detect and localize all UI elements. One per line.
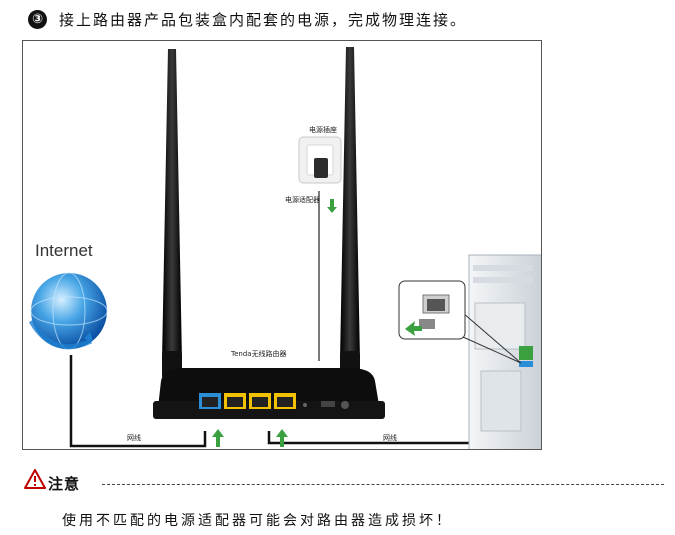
cable-label-left: 网线 <box>127 434 141 442</box>
step-number: ③ <box>28 9 47 29</box>
router-body <box>153 368 385 419</box>
pc-tower <box>468 254 541 449</box>
diagram-artwork <box>28 47 541 449</box>
warning-text: 使用不匹配的电源适配器可能会对路由器造成损坏！ <box>62 513 453 529</box>
power-adapter-label: 电源适配器 <box>285 196 320 204</box>
cable-label-right: 网线 <box>383 434 397 442</box>
note-header: 注意 <box>24 466 664 493</box>
step-instruction: ③ 接上路由器产品包装盒内配套的电源，完成物理连接。 <box>28 6 467 32</box>
power-socket-label: 电源插座 <box>309 126 337 134</box>
warning-triangle-icon <box>24 469 46 489</box>
internet-cable <box>69 355 207 448</box>
power-socket-icon <box>298 136 342 184</box>
right-antenna <box>340 47 360 361</box>
step-text: 接上路由器产品包装盒内配套的电源，完成物理连接。 <box>59 10 468 29</box>
left-antenna <box>162 49 182 361</box>
port-inset <box>398 280 522 364</box>
connection-diagram: Internet 电源插座 电源适配器 Tenda无线路由器 网线 网线 <box>22 40 542 450</box>
note-divider <box>102 483 664 485</box>
internet-label: Internet <box>35 241 93 260</box>
internet-globe-icon <box>28 272 108 350</box>
note-title: 注意 <box>48 474 81 493</box>
router-label: Tenda无线路由器 <box>231 350 287 358</box>
